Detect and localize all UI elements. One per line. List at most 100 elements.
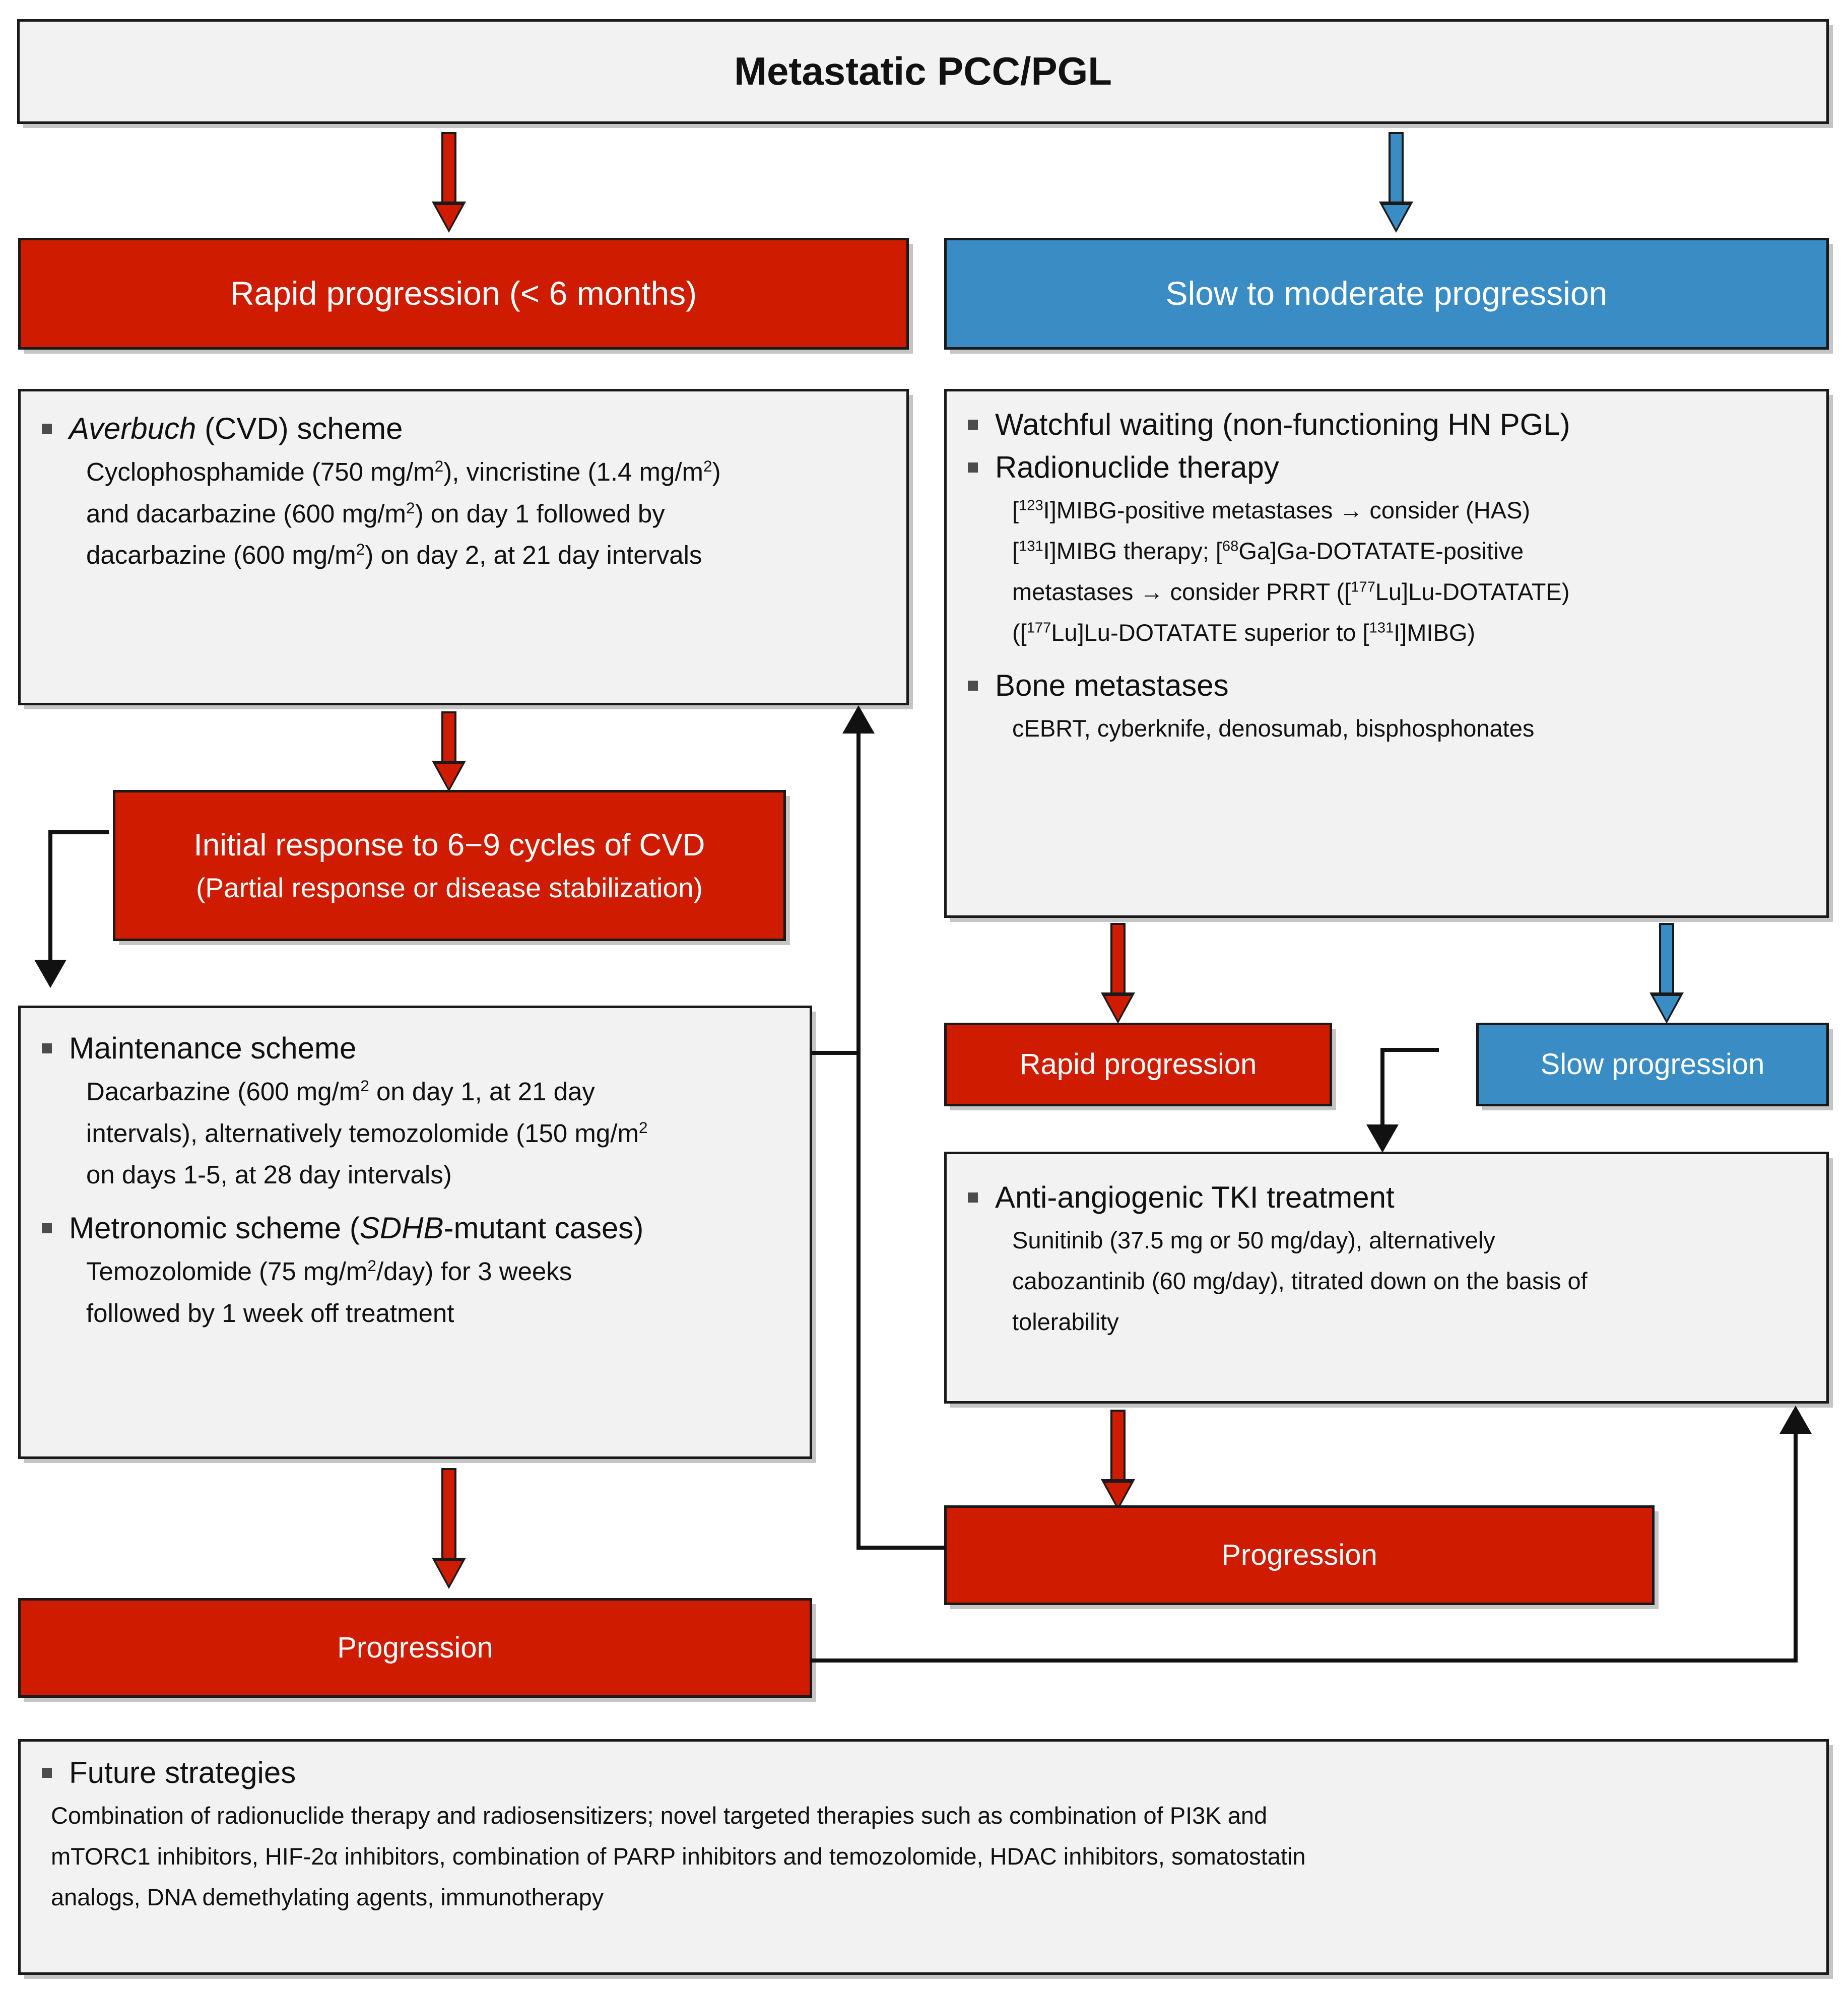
maintenance-content: Maintenance scheme Dacarbazine (600 mg/m… [21,1008,810,1456]
tki-heading: Anti-angiogenic TKI treatment [995,1180,1395,1214]
maintenance-line-3: on days 1-5, at 28 day intervals) [86,1160,452,1189]
node-averbuch-cvd-scheme: Averbuch (CVD) scheme Cyclophosphamide (… [18,389,909,705]
arrow-title-to-rapid [431,132,467,233]
arrow-tki-to-right-progression [1100,1410,1136,1510]
tki-content: Anti-angiogenic TKI treatment Sunitinib … [947,1154,1826,1401]
arrow-management-to-rapid-progression [1100,923,1136,1024]
averbuch-line-2: and dacarbazine (600 mg/m2) on day 1 fol… [86,493,886,535]
tki-line-3: tolerability [1012,1308,1119,1335]
title-wrap: Metastatic PCC/PGL [20,22,1826,121]
node-right-slow-progression: Slow progression [1476,1023,1829,1106]
averbuch-heading-rest: (CVD) scheme [196,412,403,445]
future-line-1: Combination of radionuclide therapy and … [51,1802,1268,1829]
arrow-head-fill [436,205,462,229]
mt-l1sup: 2 [360,1077,369,1095]
square-bullet-icon [42,1768,52,1778]
averbuch-l3b: ) on day 2, at 21 day intervals [365,541,702,570]
node-right-rapid-progression: Rapid progression [944,1023,1332,1106]
connector-initial-to-maintenance-vertical [48,830,52,964]
slow-band-wrap: Slow to moderate progression [947,240,1826,347]
connector-arrowhead-up-management [842,705,875,734]
radionuclide-line-2: [131I]MIBG therapy; [68Ga]Ga-DOTATATE-po… [1012,531,1806,572]
averbuch-line-3: dacarbazine (600 mg/m2) on day 2, at 21 … [86,535,886,576]
rn-l1post: I]MIBG-positive metastases → consider (H… [1043,497,1531,524]
tki-row: Anti-angiogenic TKI treatment [964,1177,1806,1217]
averbuch-name: Averbuch [69,412,196,445]
rn-l2supa: 131 [1019,538,1043,555]
radionuclide-line-3: metastases → consider PRRT ([177Lu]Lu-DO… [1012,572,1806,613]
node-slow-moderate-management: Watchful waiting (non-functioning HN PGL… [944,389,1829,918]
future-strategies-detail: Combination of radionuclide therapy and … [51,1796,1806,1917]
right-progression-wrap: Progression [947,1508,1652,1603]
connector-arrowhead-down-maintenance [34,960,67,988]
averbuch-line-1: Cyclophosphamide (750 mg/m2), vincristin… [86,451,886,493]
rn-l3post: Lu]Lu-DOTATATE) [1375,578,1570,606]
bone-metastases-row: Bone metastases [964,666,1806,705]
bone-metastases-detail: cEBRT, cyberknife, denosumab, bisphospho… [1012,714,1535,742]
arrow-head-fill [436,764,462,788]
tki-line-2: cabozantinib (60 mg/day), titrated down … [1012,1268,1588,1295]
slow-management-content: Watchful waiting (non-functioning HN PGL… [947,391,1826,915]
arrow-shaft-fill [1112,925,1124,995]
arrow-head-fill [1654,996,1680,1020]
bone-metastases-heading: Bone metastases [995,668,1229,702]
square-bullet-icon [42,1043,52,1053]
node-slow-to-moderate-progression: Slow to moderate progression [944,238,1829,350]
arrow-maintenance-to-progression [431,1468,467,1589]
arrow-shaft-fill [443,713,454,765]
rapid-progression-label: Rapid progression (< 6 months) [230,275,697,312]
initial-response-stack: Initial response to 6−9 cycles of CVD (P… [127,823,771,908]
arrow-shaft-fill [1112,1412,1124,1482]
connector-left-progression-to-tki-horizontal [810,1658,1798,1663]
node-left-progression: Progression [18,1598,812,1698]
maintenance-line-1: Dacarbazine (600 mg/m2 on day 1, at 21 d… [86,1071,789,1113]
mt-l2a: intervals), alternatively temozolomide (… [86,1118,639,1148]
mt-l2sup: 2 [638,1118,648,1137]
rn-l3sup: 177 [1351,579,1375,595]
radionuclide-row: Radionuclide therapy [964,447,1806,487]
square-bullet-icon [968,420,978,430]
connector-slow-to-tki-horizontal [1380,1048,1439,1052]
node-rapid-progression-6-months: Rapid progression (< 6 months) [18,238,909,350]
averbuch-detail: Cyclophosphamide (750 mg/m2), vincristin… [86,451,886,576]
arrow-shaft-fill [1661,925,1672,995]
square-bullet-icon [968,680,978,691]
arrow-head-fill [1105,1483,1131,1507]
initial-response-wrap: Initial response to 6−9 cycles of CVD (P… [115,792,783,939]
future-line-2: mTORC1 inhibitors, HIF-2α inhibitors, co… [51,1843,1306,1870]
metronomic-detail: Temozolomide (75 mg/m2/day) for 3 weeks … [86,1251,789,1334]
arrow-management-to-slow-progression [1648,923,1685,1024]
future-line-3: analogs, DNA demethylating agents, immun… [51,1883,604,1910]
right-slow-wrap: Slow progression [1479,1025,1826,1104]
averbuch-l1c: ) [712,457,721,487]
averbuch-content: Averbuch (CVD) scheme Cyclophosphamide (… [21,391,906,703]
rn-l4pre: ([ [1012,619,1027,646]
mn-head-a: Metronomic scheme ( [69,1211,360,1245]
rn-l4supa: 177 [1026,620,1051,636]
square-bullet-icon [968,1192,978,1203]
averbuch-l2b: ) on day 1 followed by [415,499,665,528]
rn-l4supb: 131 [1369,620,1394,636]
tki-line-1: Sunitinib (37.5 mg or 50 mg/day), altern… [1012,1227,1495,1254]
initial-response-line-1: Initial response to 6−9 cycles of CVD [193,828,705,863]
maintenance-line-2: intervals), alternatively temozolomide (… [86,1113,789,1155]
future-row: Future strategies [38,1753,1806,1792]
future-content: Future strategies Combination of radionu… [21,1742,1826,1972]
arrow-averbuch-to-initial-response [431,711,467,792]
right-rapid-progression-label: Rapid progression [1019,1047,1257,1081]
metronomic-line-1: Temozolomide (75 mg/m2/day) for 3 weeks [86,1251,789,1293]
square-bullet-icon [42,424,52,434]
mn-head-b: -mutant cases) [443,1211,644,1245]
metronomic-row: Metronomic scheme (SDHB-mutant cases) [38,1208,789,1248]
connector-arrowhead-up-tki [1779,1406,1812,1434]
node-metastatic-pcc-pgl: Metastatic PCC/PGL [17,19,1829,124]
rn-l3pre: metastases → consider PRRT ([ [1012,578,1351,606]
node-future-strategies: Future strategies Combination of radionu… [18,1739,1829,1975]
rn-l4mid: Lu]Lu-DOTATATE superior to [ [1051,619,1369,646]
initial-response-line-2: (Partial response or disease stabilizati… [196,872,703,904]
right-progression-label: Progression [1221,1538,1377,1571]
radionuclide-detail: [123I]MIBG-positive metastases → conside… [1012,490,1806,653]
node-maintenance-metronomic-schemes: Maintenance scheme Dacarbazine (600 mg/m… [18,1006,812,1459]
arrow-title-to-slow [1378,132,1414,233]
